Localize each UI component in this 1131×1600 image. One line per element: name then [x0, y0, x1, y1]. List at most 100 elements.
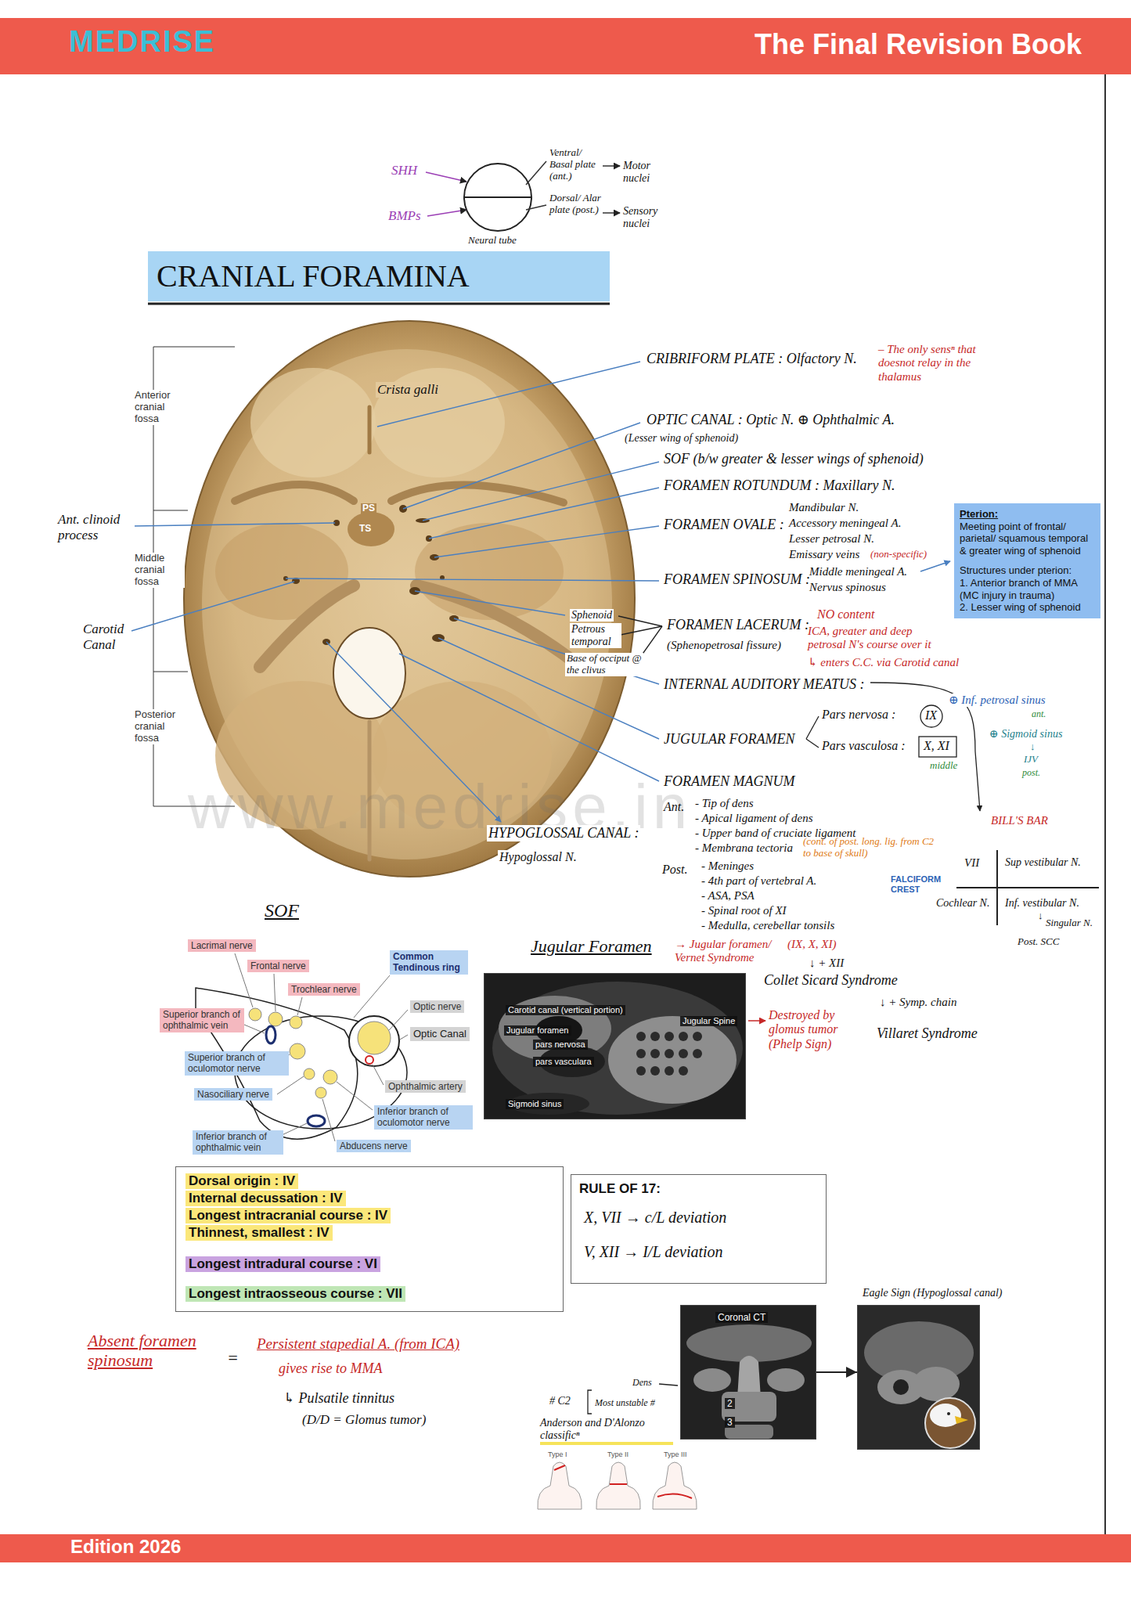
annotation-text: FORAMEN OVALE :	[663, 516, 785, 534]
annotation-text: Inferior branch of ophthalmic vein	[192, 1130, 284, 1155]
annotation-text: Mandibular N.	[788, 500, 859, 515]
annotation-text: Type III	[663, 1450, 688, 1459]
annotation-text: Hypoglossal N.	[497, 850, 579, 865]
annotation-text: (Lesser wing of sphenoid)	[624, 432, 739, 445]
sof-diagram	[336, 1081, 373, 1110]
annotation-text: Middle cranial fossa	[133, 552, 185, 588]
annotation-text: FORAMEN ROTUNDUM : Maxillary N.	[663, 477, 895, 494]
fracture-types	[537, 1462, 582, 1510]
annotation-text: (Sphenopetrosal fissure)	[666, 638, 782, 652]
scan-shape	[636, 1048, 646, 1059]
skull-illustration	[283, 504, 459, 645]
neural-tube	[464, 163, 532, 231]
annotation-text: Sensory nuclei	[623, 205, 667, 231]
annotation-text: Singular N.	[1045, 917, 1093, 930]
annotation-text: Post.	[662, 862, 688, 877]
annotation-text: Motor nuclei	[623, 159, 664, 185]
scan-shape	[947, 1411, 951, 1416]
annotation-text: Most unstable #	[594, 1397, 656, 1409]
annotation-text: Nasociliary nerve	[194, 1087, 273, 1101]
annotation-text: - Tip of dens	[695, 796, 754, 811]
sof-diagram	[297, 997, 303, 1016]
annotation-text: FORAMEN MAGNUM	[663, 773, 795, 790]
box-text: 1. Anterior branch of MMA (MC injury in …	[959, 576, 1095, 602]
scan-shape	[954, 1415, 969, 1424]
annotation-text: Sup vestibular N.	[1004, 856, 1081, 869]
annotation-text: BMPs	[388, 208, 422, 224]
scan-shape	[737, 1355, 761, 1398]
scan-shape	[693, 1368, 732, 1392]
jugular-spine-arrow	[748, 1020, 766, 1022]
annotation-text: FORAMEN SPINOSUM :	[663, 571, 811, 588]
sof-diagram	[303, 1068, 315, 1080]
annotation-text: SOF	[264, 900, 299, 923]
sof-diagram	[365, 1055, 374, 1064]
scan-shape	[664, 1066, 674, 1076]
annotation-text: CRIBRIFORM PLATE : Olfactory N.	[646, 350, 858, 368]
annotation-strokes	[806, 738, 819, 748]
box-text: Pterion:	[959, 507, 1095, 521]
box-text: Sigmoid sinus	[505, 1098, 564, 1110]
neural-tube	[464, 163, 532, 231]
box-text: Jugular Spine	[680, 1015, 738, 1027]
annotation-text: ↓	[1037, 910, 1044, 923]
annotation-text: Carotid Canal	[82, 621, 134, 652]
leader-lines	[285, 578, 660, 581]
leader-lines	[422, 461, 660, 521]
annotation-text: The Final Revision Book	[754, 28, 1082, 61]
header-band	[0, 18, 1131, 75]
annotation-text: Neural tube	[468, 234, 517, 247]
annotation-strokes	[616, 626, 663, 636]
annotation-text: VII	[964, 856, 980, 870]
neural-arrows	[425, 172, 467, 182]
neural-arrows	[602, 212, 620, 214]
sof-diagram	[248, 1008, 262, 1021]
annotation-text: =	[226, 1347, 239, 1368]
title-box	[147, 251, 610, 304]
annotation-text: post.	[1022, 767, 1041, 779]
scan-shape	[678, 1048, 688, 1059]
annotation-text: - Spinal root of XI	[701, 904, 787, 918]
annotation-text: – The only sensⁿ that doesnot relay in t…	[878, 342, 1008, 384]
box-text: X, VII → c/L deviation	[583, 1207, 727, 1227]
leader-lines	[134, 522, 335, 526]
scan-shape	[636, 1066, 646, 1076]
neural-tube	[464, 196, 532, 199]
skull-illustration	[367, 407, 372, 453]
page-title: CRANIAL FORAMINA	[156, 258, 470, 295]
sof-diagram	[399, 1034, 408, 1040]
annotation-text: Pars nervosa :	[821, 707, 896, 722]
scan-shape	[650, 1066, 660, 1076]
scan-shape	[650, 1048, 660, 1059]
annotation-text: Posterior cranial fossa	[133, 709, 188, 745]
scan-shape	[664, 1048, 674, 1059]
info-box: Eagle Sign (Hypoglossal canal)	[857, 1304, 980, 1450]
footer-band	[0, 1534, 1131, 1563]
skull-illustration	[391, 484, 564, 503]
annotation-text: (non-specific)	[870, 548, 927, 561]
leader-lines	[920, 561, 951, 572]
annotation-text: Petrous temporal	[569, 623, 622, 649]
annotation-text: Superior branch of oculomotor nerve	[184, 1051, 289, 1076]
fossa-bracket	[153, 671, 188, 673]
box-text: Eagle Sign (Hypoglossal canal)	[862, 1286, 1002, 1301]
skull-illustration	[347, 511, 395, 547]
annotation-text: Villaret Syndrome	[876, 1025, 978, 1042]
title-box	[147, 302, 610, 306]
annotation-text: Middle meningeal A.	[809, 565, 908, 579]
scan-shape	[678, 1066, 688, 1076]
info-box: Dorsal origin : IVInternal decussation :…	[175, 1166, 564, 1312]
annotation-text: - 4th part of vertebral A.	[701, 874, 817, 888]
annotation-strokes	[918, 736, 957, 757]
skull-illustration	[416, 585, 581, 667]
neural-arrows	[427, 209, 467, 217]
annotation-text: ↓ + XII	[809, 956, 844, 970]
sof-diagram	[372, 1064, 384, 1085]
annotation-text: Superior branch of ophthalmic vein	[159, 1008, 245, 1033]
leader-lines	[131, 361, 951, 822]
fossa-bracket	[153, 510, 188, 512]
annotation-text: (IX, X, XI)	[787, 937, 836, 951]
leader-lines	[453, 618, 660, 685]
sof-diagram	[315, 1087, 327, 1099]
annotation-text: Post. SCC	[1017, 936, 1059, 948]
